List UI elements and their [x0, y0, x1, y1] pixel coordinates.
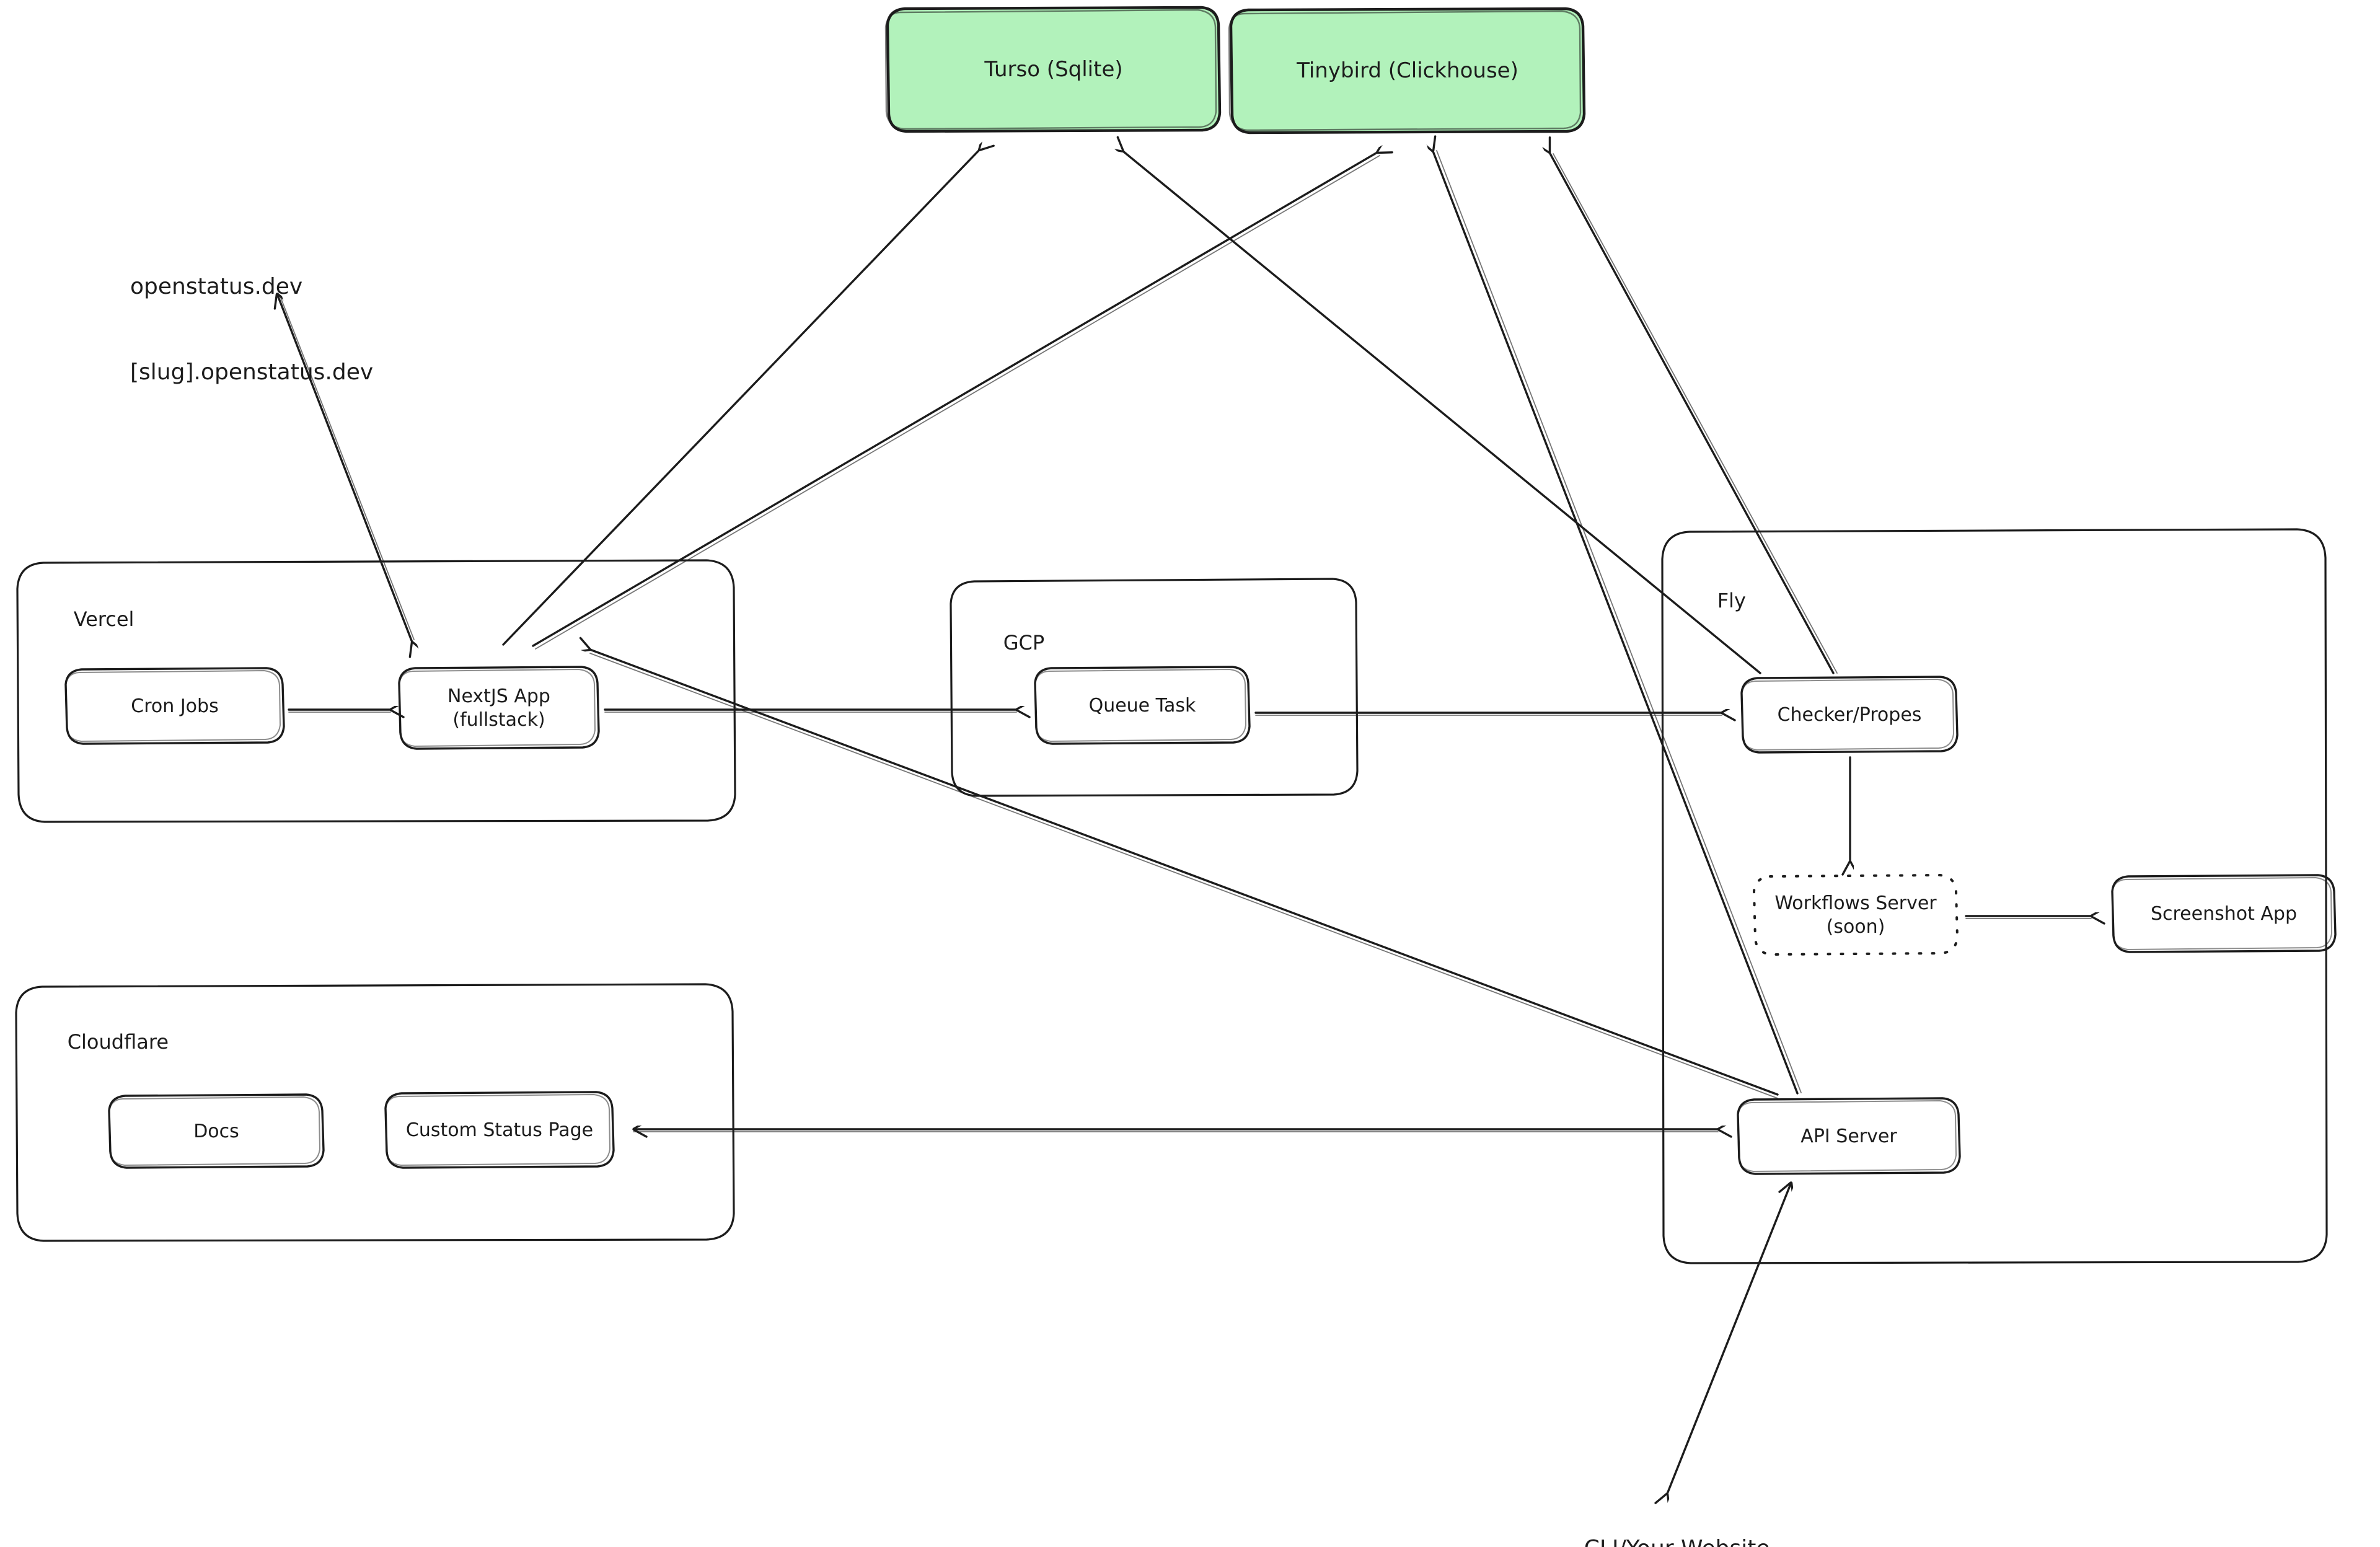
node-screenshot [2111, 874, 2337, 953]
edge-api-nextjs [590, 650, 1779, 1099]
db-turso [884, 6, 1222, 133]
edge-nextjs-queue [604, 710, 1016, 712]
edge-checker-turso [1123, 151, 1761, 674]
node-api [1737, 1097, 1961, 1175]
edge-nextjs-turso [502, 150, 979, 646]
group-gcp [950, 578, 1359, 797]
edge-domains-nextjs [277, 294, 414, 642]
edge-api-statuspage [632, 1129, 1718, 1132]
node-checker [1740, 676, 1959, 754]
node-statuspage [384, 1091, 615, 1169]
node-workflows [1753, 874, 1959, 956]
group-fly [1661, 528, 2328, 1264]
edge-queue-checker [1254, 713, 1722, 715]
edge-nextjs-tinybird [532, 152, 1380, 650]
node-nextjs [398, 666, 600, 750]
edge-api-tinybird [1433, 151, 1802, 1095]
node-queue [1034, 666, 1251, 745]
edge-checker-tinybird [1549, 152, 1838, 674]
node-cron [64, 667, 285, 745]
edge-api-client [1667, 1183, 1791, 1494]
group-cloudflare [15, 983, 735, 1242]
edge-cron-nextjs [288, 710, 390, 712]
db-tinybird [1228, 7, 1586, 134]
node-docs [108, 1093, 325, 1169]
edge-workflows-screenshot [1965, 916, 2091, 919]
group-vercel [16, 559, 736, 823]
